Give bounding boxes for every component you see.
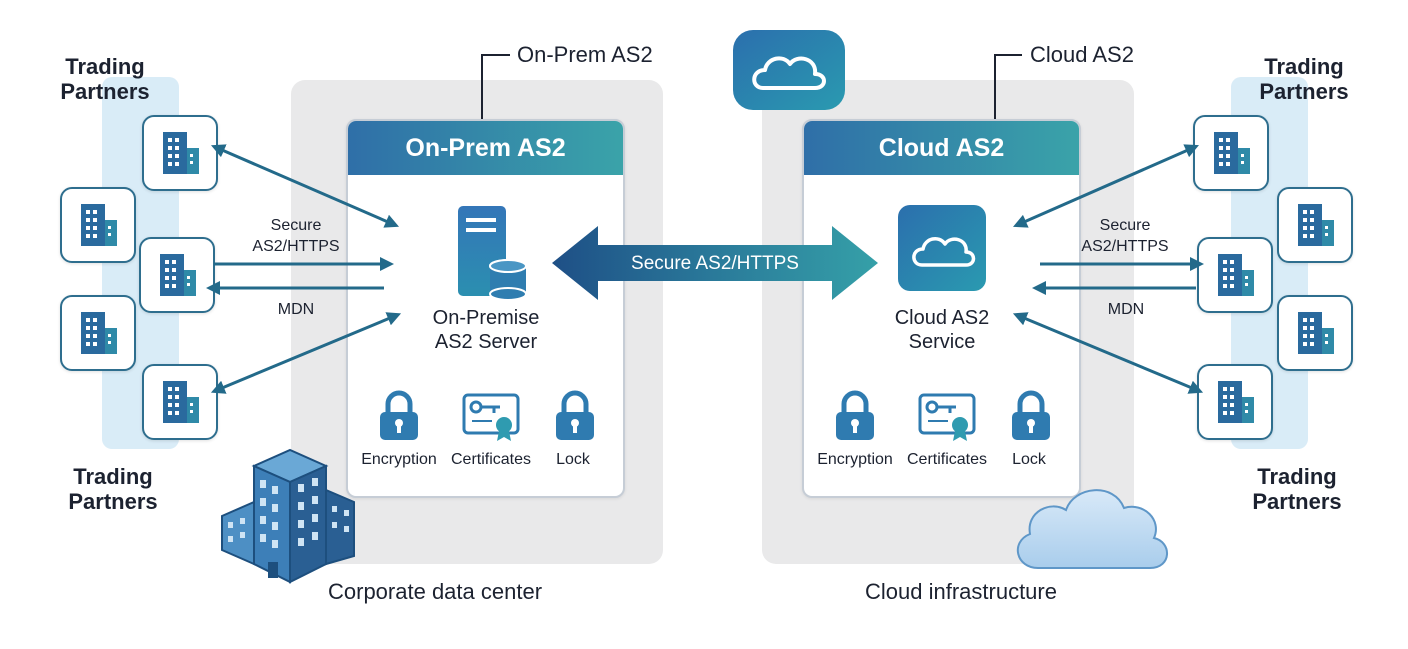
right-secure-line2: AS2/HTTPS bbox=[1081, 238, 1169, 255]
server-icon bbox=[458, 206, 527, 300]
right-icon-label-certificates: Certificates bbox=[906, 451, 988, 468]
server-label-line2: AS2 Server bbox=[434, 331, 538, 353]
office-tower-icon bbox=[221, 448, 355, 584]
right-icon-label-encryption: Encryption bbox=[817, 451, 893, 468]
certificate-icon bbox=[462, 393, 520, 441]
lock-icon bbox=[556, 390, 594, 440]
left-partners-bottom-line2: Partners bbox=[68, 489, 158, 514]
left-icon-label-certificates: Certificates bbox=[450, 451, 532, 468]
partner-building bbox=[60, 295, 136, 371]
partner-building bbox=[142, 115, 218, 191]
partner-building bbox=[139, 237, 215, 313]
right-mdn-label: MDN bbox=[1107, 301, 1145, 318]
cloud-icon bbox=[733, 30, 845, 110]
on-prem-callout-title: On-Prem AS2 bbox=[517, 42, 653, 67]
building-icon bbox=[81, 312, 117, 354]
right-partners-top-line2: Partners bbox=[1259, 79, 1349, 104]
building-icon bbox=[160, 254, 196, 296]
left-partners-bottom-line1: Trading bbox=[73, 464, 153, 489]
cloud-callout-title: Cloud AS2 bbox=[1030, 42, 1134, 67]
left-partners-top-line1: Trading bbox=[65, 54, 145, 79]
building-icon bbox=[81, 204, 117, 246]
right-partners-bottom-line1: Trading bbox=[1257, 464, 1337, 489]
left-secure-line1: Secure bbox=[270, 217, 322, 234]
partner-building bbox=[1277, 295, 1353, 371]
right-icon-label-lock: Lock bbox=[1012, 451, 1046, 468]
cloud-infrastructure-icon bbox=[1016, 489, 1168, 569]
left-secure-line2: AS2/HTTPS bbox=[252, 238, 340, 255]
left-partners-top-line2: Partners bbox=[60, 79, 150, 104]
cloud-infrastructure-label: Cloud infrastructure bbox=[865, 579, 1057, 604]
building-icon bbox=[1298, 312, 1334, 354]
cloud-service-label-line1: Cloud AS2 bbox=[894, 307, 990, 329]
corporate-data-center-label: Corporate data center bbox=[328, 579, 543, 604]
partner-building bbox=[1197, 364, 1273, 440]
server-label-line1: On-Premise bbox=[432, 307, 540, 329]
partner-building bbox=[60, 187, 136, 263]
right-secure-line1: Secure bbox=[1099, 217, 1151, 234]
certificate-icon bbox=[918, 393, 976, 441]
building-icon bbox=[1298, 204, 1334, 246]
partner-building bbox=[1277, 187, 1353, 263]
left-icon-label-encryption: Encryption bbox=[361, 451, 437, 468]
building-icon bbox=[163, 132, 199, 174]
building-icon bbox=[1218, 381, 1254, 423]
building-icon bbox=[1214, 132, 1250, 174]
right-partners-bottom-line2: Partners bbox=[1252, 489, 1342, 514]
center-link-label: Secure AS2/HTTPS bbox=[631, 253, 799, 274]
cloud-service-icon bbox=[898, 205, 986, 291]
left-mdn-label: MDN bbox=[277, 301, 315, 318]
partner-building bbox=[142, 364, 218, 440]
building-icon bbox=[163, 381, 199, 423]
partner-building bbox=[1193, 115, 1269, 191]
encryption-lock-icon bbox=[836, 390, 874, 440]
right-partners-top-line1: Trading bbox=[1264, 54, 1344, 79]
building-icon bbox=[1218, 254, 1254, 296]
cloud-service-label-line2: Service bbox=[908, 331, 976, 353]
left-icon-label-lock: Lock bbox=[556, 451, 590, 468]
partner-building bbox=[1197, 237, 1273, 313]
